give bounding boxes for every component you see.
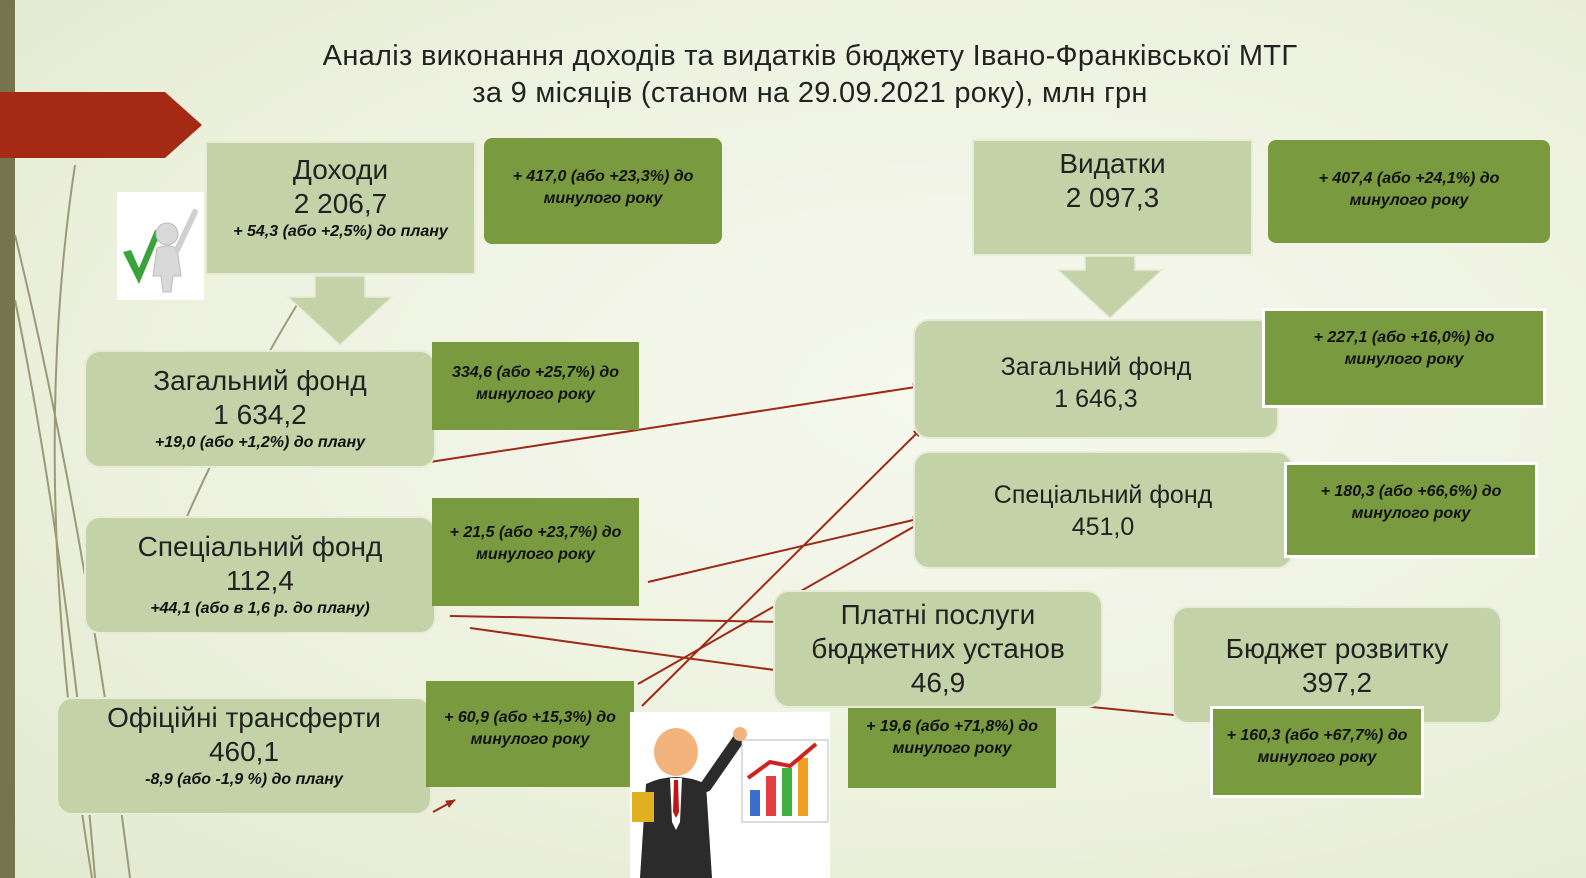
income-general-fund-value: 1 634,2: [213, 399, 307, 430]
expense-special-fund-prev-year-text: + 180,3 (або +66,6%) до минулого року: [1320, 483, 1502, 522]
income-general-fund-prev-year-note: 334,6 (або +25,7%) до минулого року: [432, 342, 639, 430]
title-line-2: за 9 місяців (станом на 29.09.2021 року)…: [472, 77, 1148, 109]
paid-services-box: Платні послуги бюджетних установ 46,9: [773, 590, 1103, 708]
income-special-fund-label: Спеціальний фонд: [137, 531, 383, 562]
official-transfers-box: Офіційні трансферти 460,1 -8,9 (або -1,9…: [56, 697, 432, 815]
development-budget-label: Бюджет розвитку: [1225, 633, 1449, 664]
expenses-prev-year-note: + 407,4 (або +24,1%) до минулого року: [1268, 140, 1550, 243]
income-general-fund-plan-note: +19,0 (або +1,2%) до плану: [154, 434, 366, 451]
expense-special-fund-box: Спеціальний фонд 451,0: [913, 451, 1293, 569]
red-arrow-tab: [0, 92, 202, 158]
expenses-box: Видатки 2 097,3: [972, 139, 1253, 256]
income-label: Доходи: [292, 154, 389, 185]
expense-general-fund-value: 1 646,3: [1054, 385, 1138, 413]
income-prev-year-note: + 417,0 (або +23,3%) до минулого року: [484, 138, 722, 244]
paid-services-value: 46,9: [910, 667, 966, 698]
expense-down-arrow: [1056, 255, 1164, 320]
left-accent-bar: [0, 0, 15, 878]
expense-special-fund-label: Спеціальний фонд: [993, 481, 1213, 509]
expenses-prev-year-text: + 407,4 (або +24,1%) до минулого року: [1318, 170, 1500, 209]
official-transfers-value: 460,1: [208, 736, 280, 767]
income-special-fund-value: 112,4: [226, 565, 294, 596]
development-budget-prev-year-note: + 160,3 (або +67,7%) до минулого року: [1210, 706, 1424, 798]
title-line-1: Аналіз виконання доходів та видатків бюд…: [322, 40, 1298, 72]
development-budget-value: 397,2: [1301, 667, 1373, 698]
income-general-fund-box: Загальний фонд 1 634,2 +19,0 (або +1,2%)…: [84, 350, 436, 468]
expense-special-fund-value: 451,0: [1071, 513, 1135, 541]
income-general-fund-prev-year-text: 334,6 (або +25,7%) до минулого року: [452, 364, 619, 403]
expense-general-fund-box: Загальний фонд 1 646,3: [913, 319, 1279, 439]
presenter-chart-icon: [630, 712, 830, 878]
arrow-sf-to-paid: [449, 615, 784, 626]
expenses-value: 2 097,3: [1065, 182, 1160, 213]
paid-services-prev-year-text: + 19,6 (або +71,8%) до минулого року: [866, 718, 1038, 757]
expense-general-fund-label: Загальний фонд: [1000, 353, 1192, 381]
checkmark-figure-icon: [117, 192, 204, 300]
income-prev-year-text: + 417,0 (або +23,3%) до минулого року: [512, 168, 694, 207]
income-general-fund-label: Загальний фонд: [153, 365, 367, 396]
paid-services-label-line-2: бюджетних установ: [811, 633, 1065, 664]
income-plan-note: + 54,3 (або +2,5%) до плану: [233, 223, 448, 240]
income-value: 2 206,7: [293, 188, 388, 219]
page-title: Аналіз виконання доходів та видатків бюд…: [200, 38, 1420, 112]
development-budget-prev-year-text: + 160,3 (або +67,7%) до минулого року: [1226, 727, 1408, 766]
income-down-arrow: [286, 275, 394, 347]
official-transfers-plan-note: -8,9 (або -1,9 %) до плану: [145, 771, 343, 788]
income-special-fund-prev-year-text: + 21,5 (або +23,7%) до минулого року: [449, 524, 622, 563]
expenses-label: Видатки: [1059, 148, 1166, 179]
expense-general-fund-prev-year-note: + 227,1 (або +16,0%) до минулого року: [1262, 308, 1546, 408]
arrow-tr-bottom: [432, 799, 456, 813]
expense-general-fund-prev-year-text: + 227,1 (або +16,0%) до минулого року: [1313, 329, 1495, 368]
expense-special-fund-prev-year-note: + 180,3 (або +66,6%) до минулого року: [1284, 462, 1538, 558]
income-special-fund-plan-note: +44,1 (або в 1,6 р. до плану): [150, 600, 370, 617]
official-transfers-prev-year-text: + 60,9 (або +15,3%) до минулого року: [444, 709, 616, 748]
income-special-fund-box: Спеціальний фонд 112,4 +44,1 (або в 1,6 …: [84, 516, 436, 634]
income-box: Доходи 2 206,7 + 54,3 (або +2,5%) до пла…: [205, 141, 476, 275]
paid-services-label-line-1: Платні послуги: [840, 599, 1036, 630]
arrow-sf-to-sf: [647, 516, 923, 583]
official-transfers-prev-year-note: + 60,9 (або +15,3%) до минулого року: [426, 681, 634, 787]
income-special-fund-prev-year-note: + 21,5 (або +23,7%) до минулого року: [432, 498, 639, 606]
official-transfers-label: Офіційні трансферти: [107, 702, 381, 733]
